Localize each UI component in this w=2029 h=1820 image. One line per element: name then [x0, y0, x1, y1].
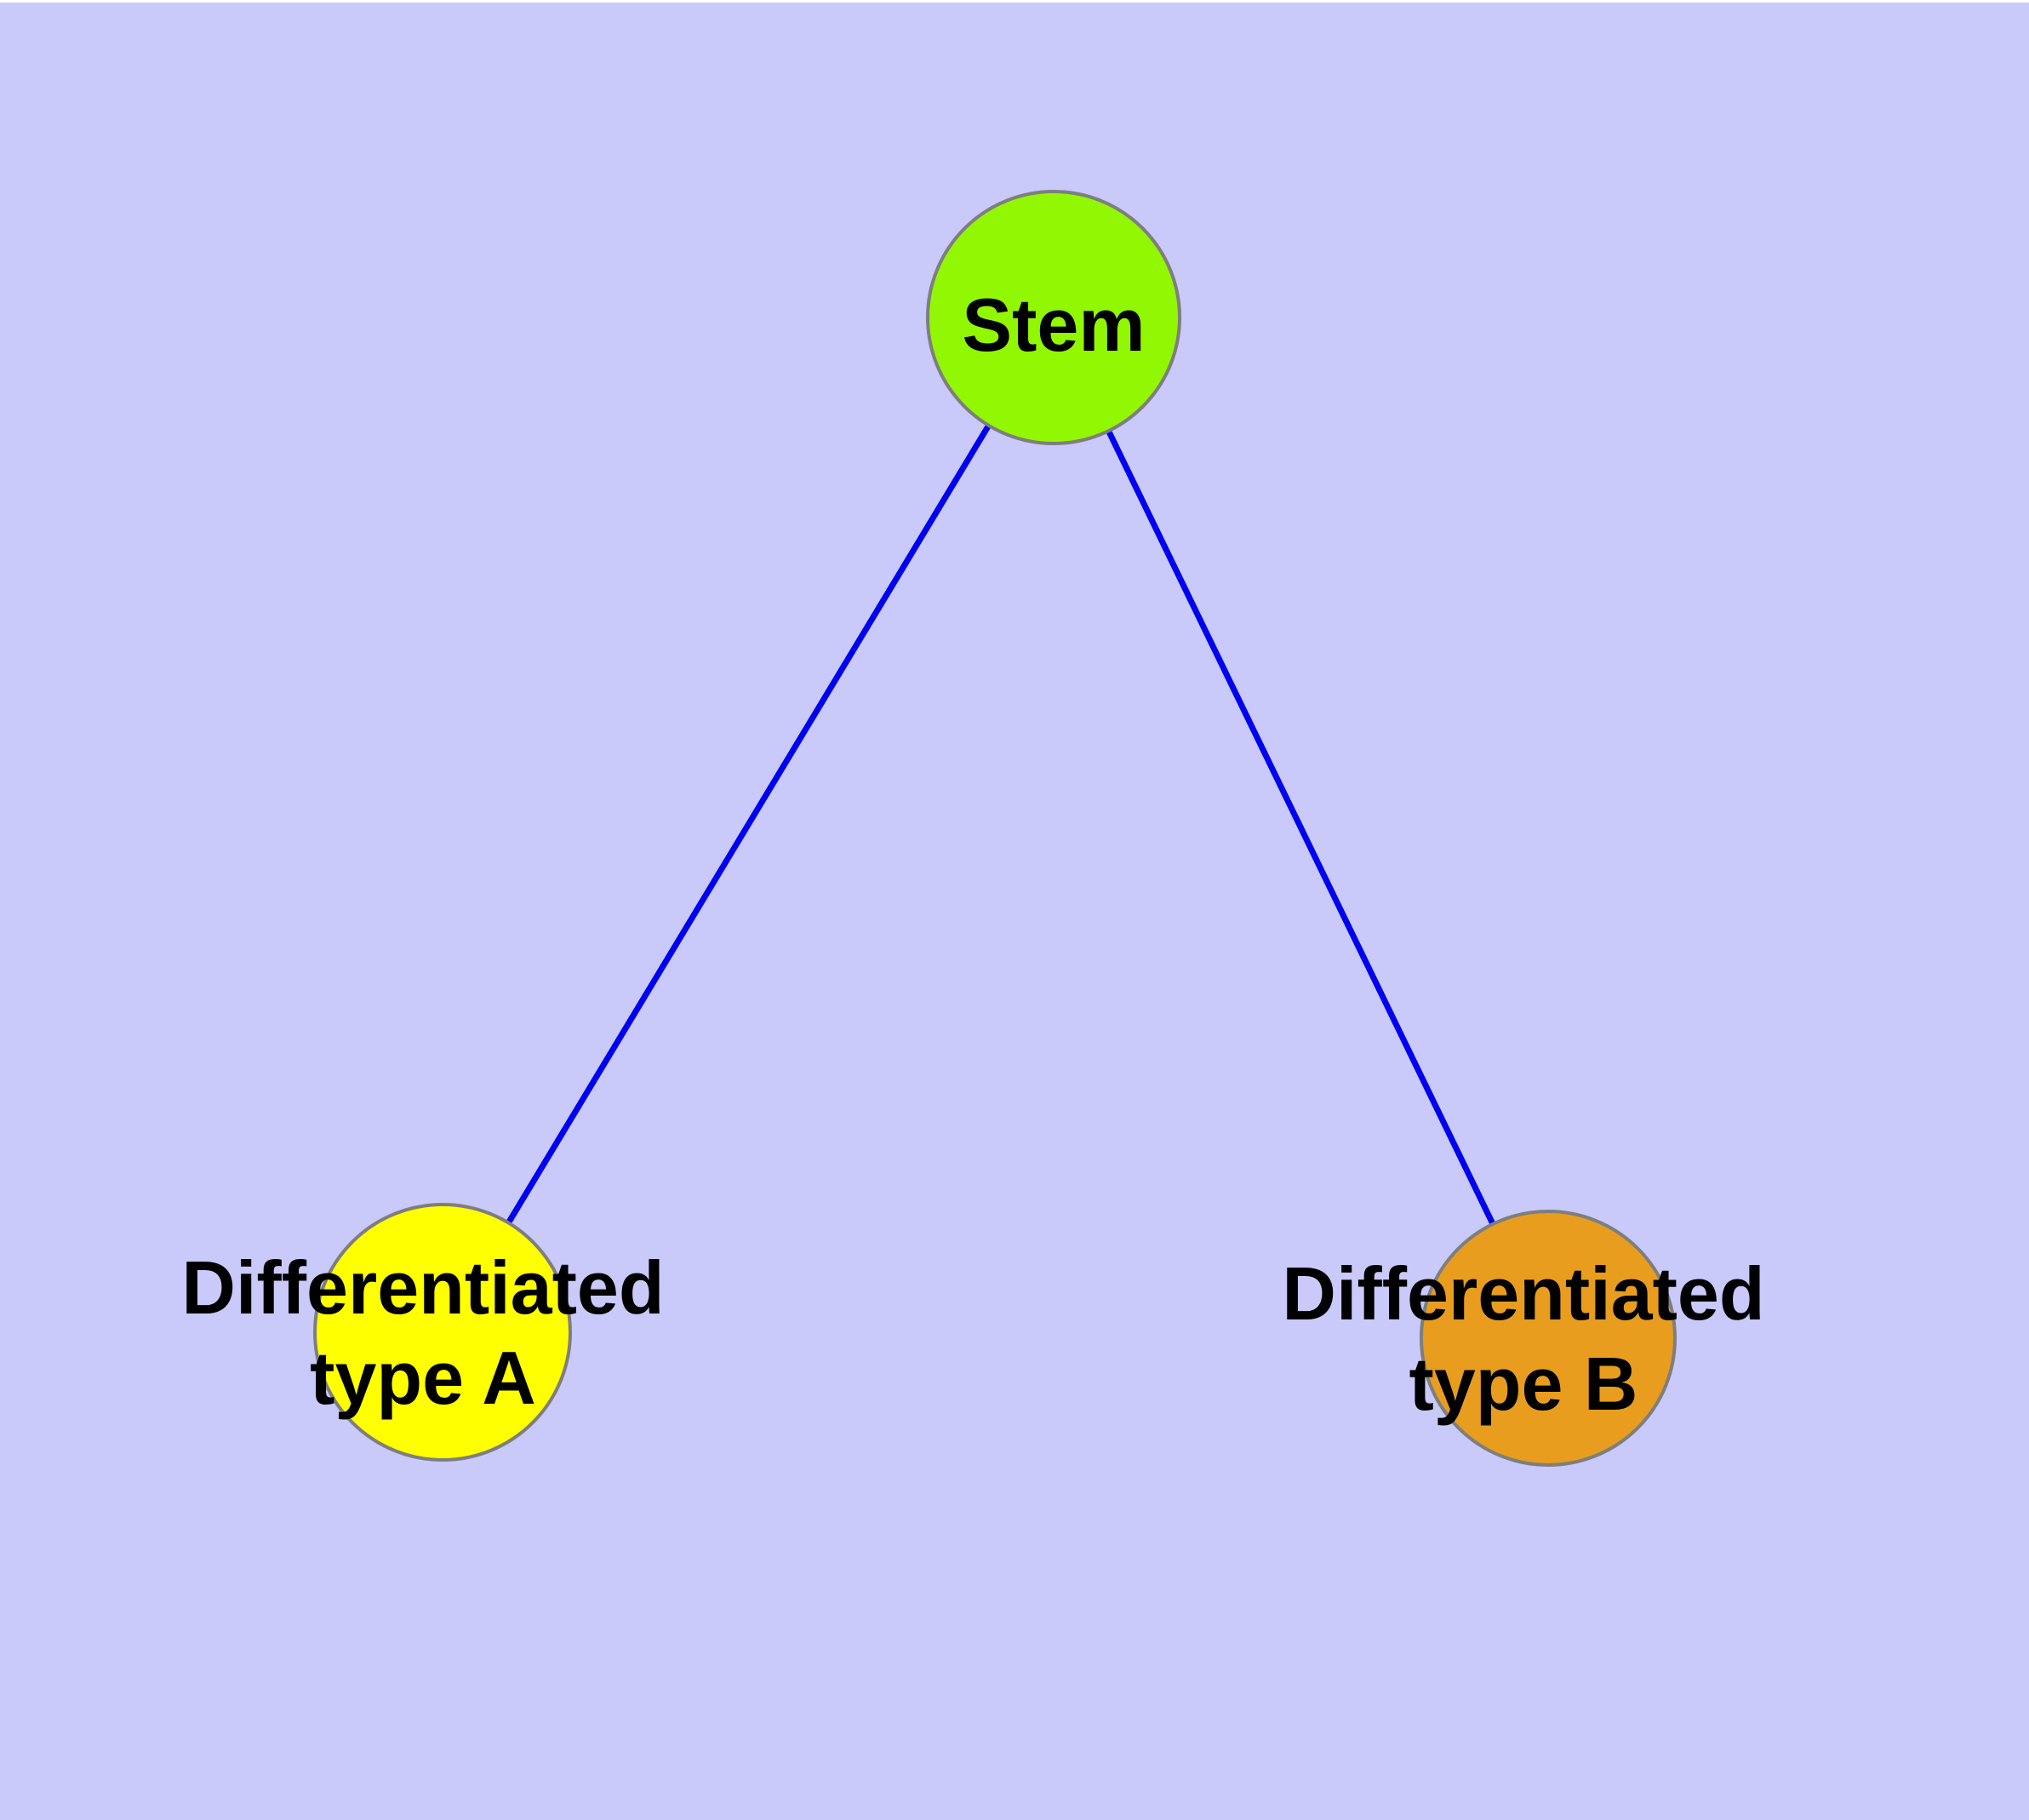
- edge-stem-differentiated-type-b: [1050, 316, 1552, 1340]
- edge-stem-differentiated-type-a: [440, 316, 1056, 1334]
- node-stem-circle: [926, 190, 1181, 445]
- node-differentiated-type-b-label-line: type B: [1409, 1342, 1638, 1426]
- node-differentiated-type-a-label-line: Differentiated: [181, 1245, 664, 1330]
- node-differentiated-type-a-circle: [313, 1203, 572, 1462]
- node-stem: Stem: [926, 190, 1181, 445]
- node-differentiated-type-b-label-line: Differentiated: [1282, 1251, 1764, 1336]
- node-stem-label: Stem: [962, 283, 1145, 367]
- node-differentiated-type-a-label-line: type A: [310, 1336, 536, 1420]
- node-stem-label-line: Stem: [962, 283, 1145, 367]
- node-differentiated-type-b-circle: [1420, 1210, 1677, 1467]
